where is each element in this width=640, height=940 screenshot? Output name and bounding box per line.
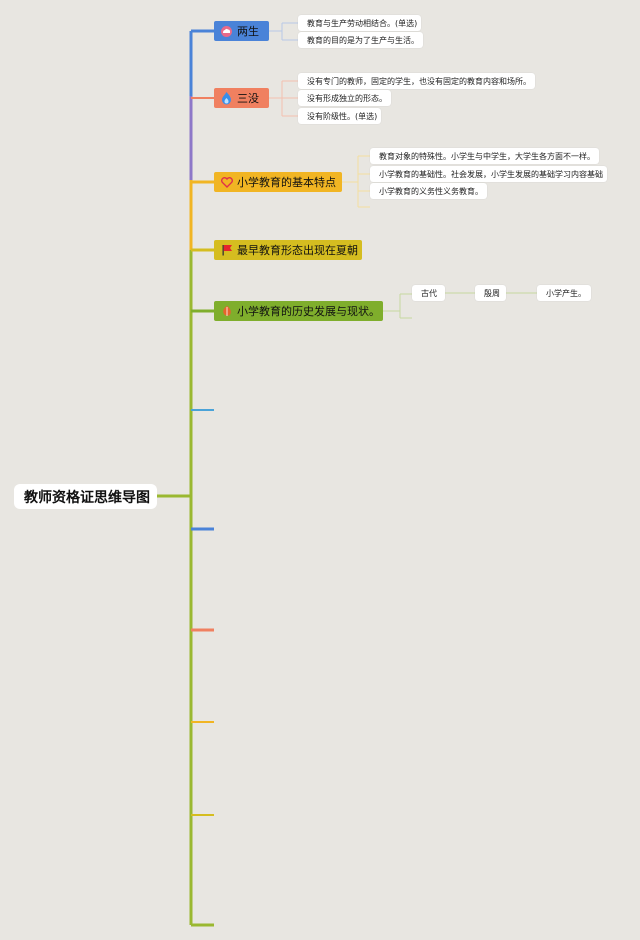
flag-icon — [220, 244, 233, 257]
branch-earliest-form[interactable]: 最早教育形态出现在夏朝 — [214, 240, 362, 260]
branch-label: 小学教育的基本特点 — [237, 176, 336, 189]
fire-icon — [220, 91, 233, 105]
leaf-item[interactable]: 教育与生产劳动相结合。(单选) — [298, 15, 422, 31]
branch-label: 两生 — [237, 25, 259, 38]
branch-label: 小学教育的历史发展与现状。 — [237, 305, 380, 318]
branch-liangsheng[interactable]: 两生 — [214, 21, 269, 41]
branch-label: 三没 — [237, 92, 259, 105]
leaf-item[interactable]: 小学教育的基础性。社会发展，小学生发展的基础学习内容基础 — [370, 166, 607, 182]
leaf-item[interactable]: 没有专门的教师，固定的学生，也没有固定的教育内容和场所。 — [298, 73, 535, 89]
leaf-icon — [220, 305, 233, 318]
leaf-item[interactable]: 教育的目的是为了生产与生活。 — [298, 32, 423, 48]
leaf-item[interactable]: 没有阶级性。(单选) — [298, 108, 382, 124]
branch-history[interactable]: 小学教育的历史发展与现状。 — [214, 301, 383, 321]
heart-icon — [220, 176, 233, 189]
leaf-item[interactable]: 殷周 — [475, 285, 506, 301]
branch-sanmei[interactable]: 三没 — [214, 88, 269, 108]
branch-label: 最早教育形态出现在夏朝 — [237, 244, 358, 257]
leaf-item[interactable]: 古代 — [412, 285, 445, 301]
cloud-icon — [220, 25, 233, 38]
root-node[interactable]: 教师资格证思维导图 — [14, 484, 157, 509]
leaf-item[interactable]: 小学产生。 — [537, 285, 591, 301]
leaf-item[interactable]: 教育对象的特殊性。小学生与中学生，大学生各方面不一样。 — [370, 148, 599, 164]
branch-basic-features[interactable]: 小学教育的基本特点 — [214, 172, 342, 192]
leaf-item[interactable]: 没有形成独立的形态。 — [298, 90, 391, 106]
leaf-item[interactable]: 小学教育的义务性义务教育。 — [370, 183, 487, 199]
root-label: 教师资格证思维导图 — [24, 489, 150, 506]
